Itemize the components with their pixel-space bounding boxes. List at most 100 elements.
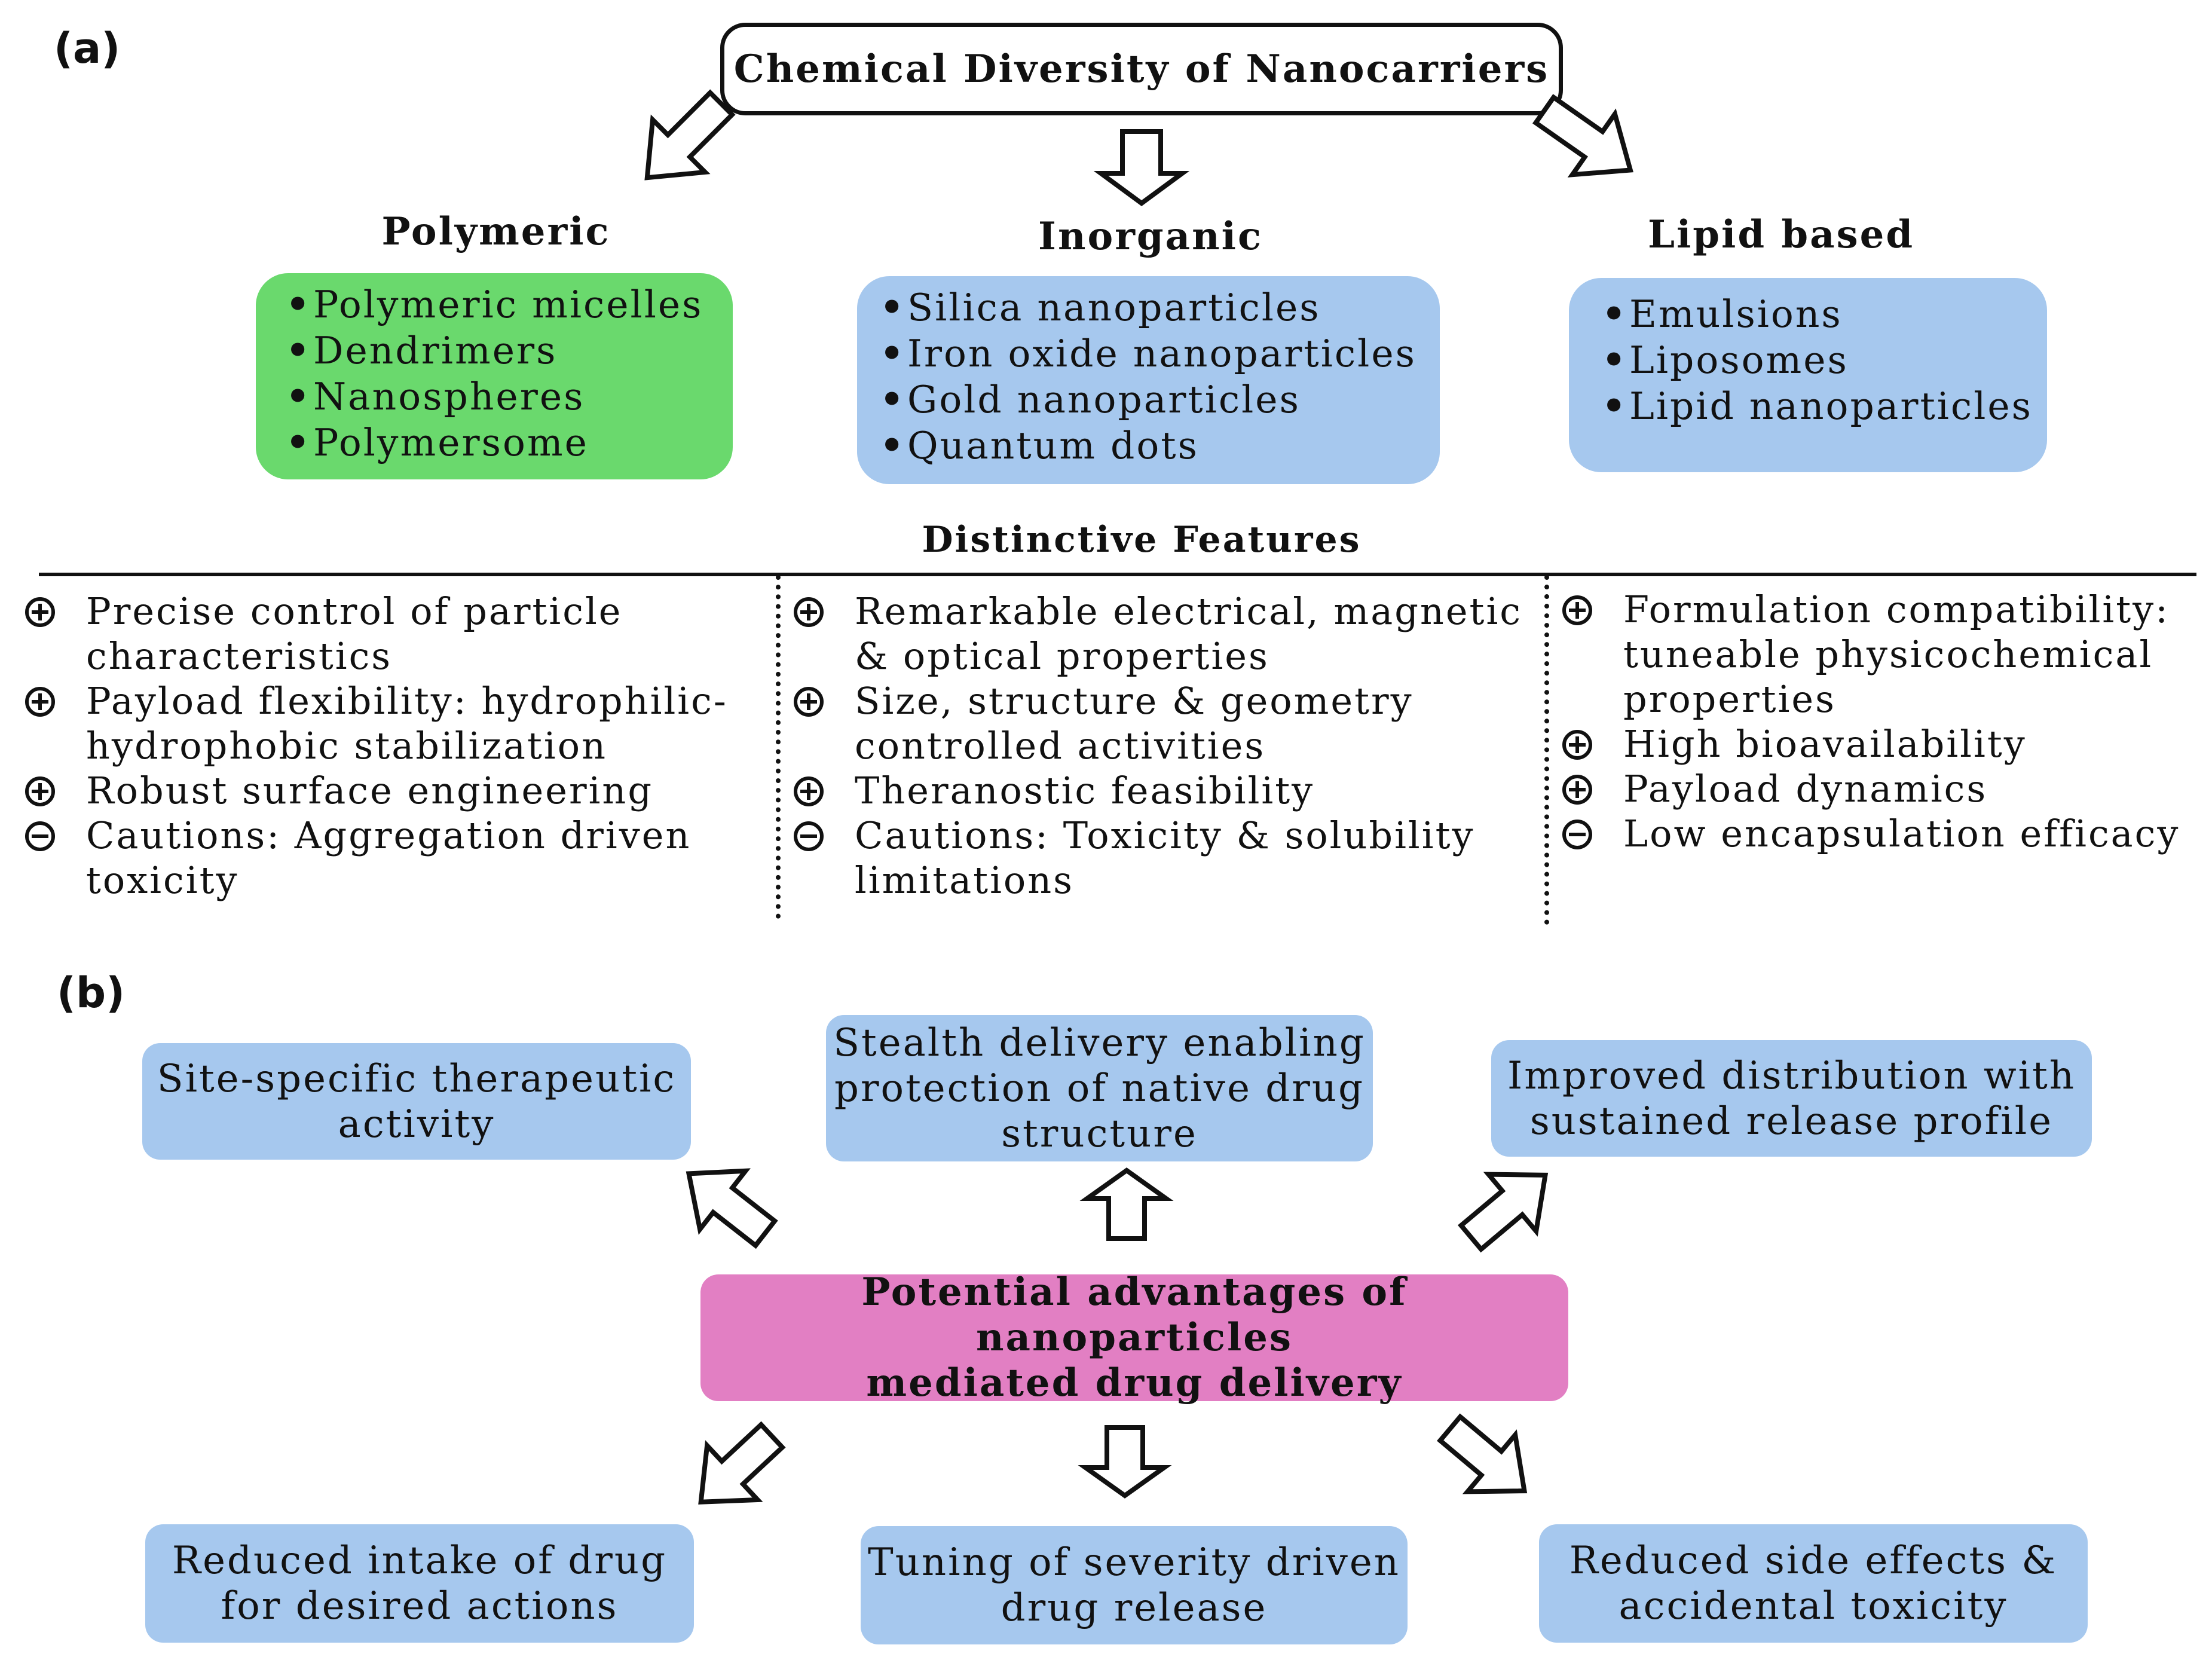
advantage-line: activity bbox=[338, 1102, 495, 1147]
arrow-to-inorganic-icon bbox=[1093, 129, 1190, 206]
advantage-line: protection of native drug bbox=[834, 1066, 1365, 1111]
column-divider-2 bbox=[1544, 575, 1549, 925]
list-item: Gold nanoparticles bbox=[880, 377, 1440, 423]
plus-circle-icon bbox=[1561, 766, 1623, 806]
feature-item: Formulation compatibility:tuneable physi… bbox=[1561, 587, 2207, 721]
advantage-line: sustained release profile bbox=[1529, 1099, 2054, 1144]
diversity-title-box: Chemical Diversity of Nanocarriers bbox=[720, 23, 1563, 115]
feature-text: Low encapsulation efficacy bbox=[1623, 811, 2180, 856]
feature-text: Payload dynamics bbox=[1623, 766, 1987, 811]
diversity-title: Chemical Diversity of Nanocarriers bbox=[733, 47, 1550, 91]
panel-a-label: (a) bbox=[54, 24, 121, 73]
feature-line: properties bbox=[1623, 677, 1836, 721]
feature-line: Theranostic feasibility bbox=[855, 769, 1315, 812]
list-item: Liposomes bbox=[1602, 337, 2047, 383]
plus-circle-icon bbox=[1561, 721, 1623, 761]
arrow-up-icon bbox=[1079, 1167, 1174, 1241]
feature-line: Payload flexibility: hydrophilic- bbox=[86, 679, 728, 723]
feature-line: Payload dynamics bbox=[1623, 767, 1988, 811]
plus-circle-icon bbox=[24, 589, 86, 628]
feature-line: hydrophobic stabilization bbox=[86, 724, 608, 768]
list-item: Iron oxide nanoparticles bbox=[880, 331, 1440, 377]
feature-item: Remarkable electrical, magnetic& optical… bbox=[793, 589, 1540, 678]
feature-line: Low encapsulation efficacy bbox=[1623, 812, 2180, 855]
feature-line: toxicity bbox=[86, 858, 239, 902]
minus-circle-icon bbox=[1561, 811, 1623, 851]
feature-line: Precise control of particle bbox=[86, 589, 623, 633]
minus-circle-icon bbox=[24, 813, 86, 852]
feature-text: Formulation compatibility:tuneable physi… bbox=[1623, 587, 2170, 721]
advantage-line: Reduced intake of drug bbox=[172, 1539, 668, 1583]
advantage-line: for desired actions bbox=[221, 1584, 619, 1628]
minus-circle-icon bbox=[793, 813, 855, 852]
list-item: Lipid nanoparticles bbox=[1602, 383, 2047, 429]
center-line: mediated drug delivery bbox=[866, 1361, 1403, 1405]
feature-text: Remarkable electrical, magnetic& optical… bbox=[855, 589, 1522, 678]
category-heading-inorganic: Inorganic bbox=[1038, 214, 1263, 259]
plus-circle-icon bbox=[793, 768, 855, 808]
advantage-line: Reduced side effects & bbox=[1569, 1539, 2058, 1583]
feature-line: Remarkable electrical, magnetic bbox=[855, 589, 1522, 633]
features-title: Distinctive Features bbox=[922, 519, 1362, 561]
feature-text: Robust surface engineering bbox=[86, 768, 653, 813]
plus-circle-icon bbox=[793, 589, 855, 628]
arrow-down-icon bbox=[1078, 1425, 1172, 1499]
polymeric-box: Polymeric micelles Dendrimers Nanosphere… bbox=[256, 273, 733, 479]
advantage-line: drug release bbox=[1001, 1586, 1268, 1630]
feature-item: Low encapsulation efficacy bbox=[1561, 811, 2207, 856]
feature-item: Theranostic feasibility bbox=[793, 768, 1540, 813]
feature-line: Cautions: Aggregation driven bbox=[86, 814, 692, 857]
list-item: Polymeric micelles bbox=[286, 282, 733, 328]
feature-line: limitations bbox=[855, 858, 1074, 902]
arrow-to-polymeric-icon bbox=[644, 89, 736, 181]
features-column-inorganic: Remarkable electrical, magnetic& optical… bbox=[793, 589, 1540, 903]
category-heading-polymeric: Polymeric bbox=[381, 209, 611, 254]
feature-line: tuneable physicochemical bbox=[1623, 632, 2153, 676]
feature-line: characteristics bbox=[86, 634, 393, 678]
advantage-line: Tuning of severity driven bbox=[868, 1540, 1400, 1585]
list-item: Quantum dots bbox=[880, 423, 1440, 469]
center-line: Potential advantages of nanoparticles bbox=[861, 1270, 1408, 1360]
arrow-up-left-icon bbox=[686, 1168, 778, 1249]
list-item: Nanospheres bbox=[286, 374, 733, 420]
feature-line: Formulation compatibility: bbox=[1623, 588, 2170, 631]
feature-line: controlled activities bbox=[855, 724, 1266, 768]
feature-text: High bioavailability bbox=[1623, 721, 2027, 766]
arrow-down-left-icon bbox=[698, 1421, 786, 1505]
plus-circle-icon bbox=[793, 678, 855, 718]
plus-circle-icon bbox=[1561, 587, 1623, 626]
category-heading-lipid: Lipid based bbox=[1647, 212, 1915, 257]
feature-line: High bioavailability bbox=[1623, 722, 2027, 766]
feature-line: Size, structure & geometry bbox=[855, 679, 1414, 723]
advantage-reduced-side-effects: Reduced side effects &accidental toxicit… bbox=[1539, 1524, 2088, 1643]
feature-line: & optical properties bbox=[855, 634, 1269, 678]
advantage-line: accidental toxicity bbox=[1619, 1584, 2008, 1628]
feature-line: Robust surface engineering bbox=[86, 769, 654, 812]
feature-item: Payload flexibility: hydrophilic-hydroph… bbox=[24, 678, 771, 768]
list-item: Silica nanoparticles bbox=[880, 285, 1440, 331]
advantage-line: Improved distribution with bbox=[1507, 1053, 2076, 1098]
lipid-box: Emulsions Liposomes Lipid nanoparticles bbox=[1569, 278, 2047, 472]
list-item: Emulsions bbox=[1602, 291, 2047, 337]
plus-circle-icon bbox=[24, 768, 86, 808]
feature-text: Theranostic feasibility bbox=[855, 768, 1314, 813]
feature-item: Robust surface engineering bbox=[24, 768, 771, 813]
panel-b-label: (b) bbox=[57, 968, 126, 1017]
arrow-up-right-icon bbox=[1458, 1172, 1549, 1253]
list-item: Polymersome bbox=[286, 420, 733, 466]
list-item: Dendrimers bbox=[286, 328, 733, 374]
advantage-line: Stealth delivery enabling bbox=[833, 1020, 1366, 1065]
plus-circle-icon bbox=[24, 678, 86, 718]
